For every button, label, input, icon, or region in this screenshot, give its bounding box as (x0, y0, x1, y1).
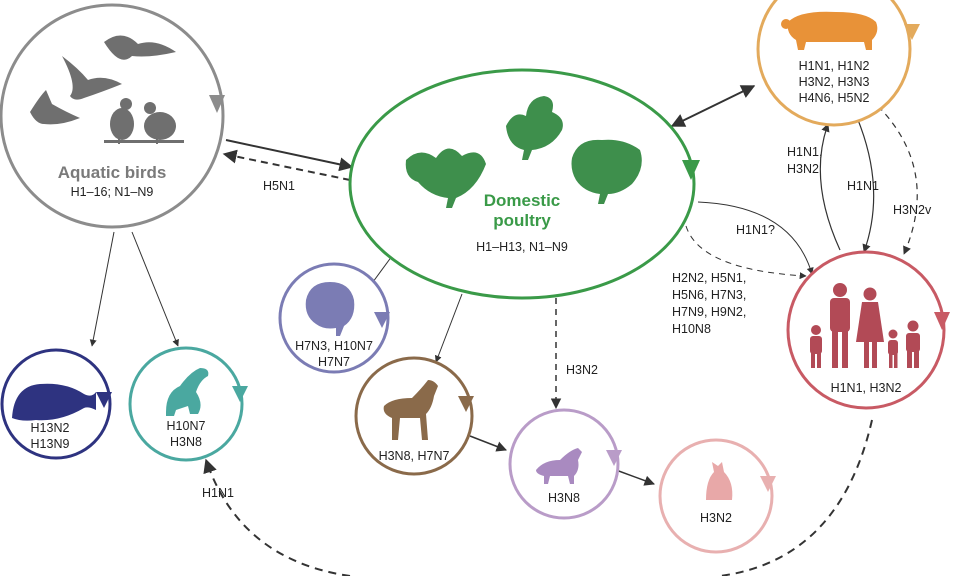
node-horse[interactable]: H3N8, H7N7 (354, 356, 474, 476)
rooster-duck-chicken-icon (405, 96, 642, 208)
aquatic-subtypes: H1–16; N1–N9 (71, 185, 154, 199)
swine-line-1: H1N1, H1N2 (799, 59, 870, 73)
edge-horse-to-dog (469, 435, 507, 452)
edge-aquatic-to-poultry (225, 139, 354, 172)
seal-cycle-arrowhead (232, 386, 248, 402)
label-swine-human-mid: H1N1 (847, 179, 879, 193)
node-domestic-poultry[interactable]: Domestic poultry H1–H13, N1–N9 (348, 68, 700, 300)
node-turkey[interactable]: H7N3, H10N7 H7N7 (278, 262, 390, 374)
edge-seal-from-bottom-dashed (203, 458, 351, 576)
horse-line-1: H3N8, H7N7 (379, 449, 450, 463)
whale-line-1: H13N2 (31, 421, 70, 435)
edge-swine-to-human (857, 119, 875, 253)
label-human-swine-1: H1N1, (787, 145, 822, 159)
node-aquatic-birds[interactable]: Aquatic birds H1–16; N1–N9 (0, 3, 225, 229)
turkey-icon (305, 282, 355, 336)
poultry-ellipse (348, 68, 696, 300)
seal-line-2: H3N8 (170, 435, 202, 449)
poultry-cycle-arrowhead (682, 160, 700, 180)
node-seal[interactable]: H10N7 H3N8 (128, 346, 248, 462)
label-poultry-dog: H3N2 (566, 363, 598, 377)
cat-cycle-arrowhead (760, 476, 776, 492)
whale-icon (12, 383, 96, 421)
label-poultry-human-list-2: H5N6, H7N3, (672, 288, 746, 302)
node-swine[interactable]: H1N1, H1N2 H3N2, H3N3 H4N6, H5N2 (756, 0, 920, 127)
node-humans[interactable]: H1N1, H3N2 (786, 250, 950, 410)
edge-labels: H5N1 H1N1? H2N2, H5N1, H5N6, H7N3, H7N9,… (202, 145, 932, 500)
aquatic-title: Aquatic birds (58, 163, 167, 182)
node-dog[interactable]: H3N8 (508, 408, 622, 520)
edge-poultry-to-human-dashed (685, 225, 807, 280)
label-poultry-human-list-3: H7N9, H9N2, (672, 305, 746, 319)
swine-line-2: H3N2, H3N3 (799, 75, 870, 89)
human-line-1: H1N1, H3N2 (831, 381, 902, 395)
swine-line-3: H4N6, H5N2 (799, 91, 870, 105)
label-human-swine-2: H3N2 (787, 162, 819, 176)
horse-icon (383, 380, 438, 440)
turkey-line-1: H7N3, H10N7 (295, 339, 373, 353)
label-poultry-human-list-1: H2N2, H5N1, (672, 271, 746, 285)
label-swine-human-right: H3N2v (893, 203, 932, 217)
seal-line-1: H10N7 (167, 419, 206, 433)
edge-human-to-seal-dashed (719, 419, 873, 576)
edge-poultry-to-aquatic (222, 149, 351, 181)
whale-cycle-arrowhead (96, 392, 112, 408)
whale-line-2: H13N9 (31, 437, 70, 451)
turkey-line-2: H7N7 (318, 355, 350, 369)
swine-cycle-arrowhead (904, 24, 920, 40)
edge-poultry-to-horse (434, 293, 463, 363)
poultry-title-1: Domestic (484, 191, 561, 210)
edge-aquatic-to-whale (89, 231, 115, 347)
dog-cycle-arrowhead (606, 450, 622, 466)
turkey-cycle-arrowhead (374, 312, 390, 328)
poultry-title-2: poultry (493, 211, 551, 230)
poultry-subtypes: H1–H13, N1–N9 (476, 240, 568, 254)
edge-aquatic-to-seal (131, 231, 179, 347)
label-poultry-human-list-4: H10N8 (672, 322, 711, 336)
label-aquatic-poultry: H5N1 (263, 179, 295, 193)
node-cat[interactable]: H3N2 (658, 438, 776, 554)
seal-icon (166, 368, 209, 416)
cat-icon (706, 462, 733, 500)
human-cycle-arrowhead (934, 312, 950, 330)
node-whale[interactable]: H13N2 H13N9 (0, 348, 112, 460)
edge-dog-to-cat (615, 469, 655, 486)
aquatic-cycle-arrowhead (209, 95, 225, 113)
edge-poultry-swine (670, 85, 756, 127)
waterfowl-icon (30, 35, 184, 144)
horse-cycle-arrowhead (458, 396, 474, 412)
edge-poultry-to-human-solid (697, 201, 814, 275)
label-poultry-human-uncertain: H1N1? (736, 223, 775, 237)
dog-icon (536, 448, 582, 484)
label-human-seal: H1N1 (202, 486, 234, 500)
family-icon (810, 283, 920, 368)
edge-human-to-swine (819, 123, 841, 251)
dog-line-1: H3N8 (548, 491, 580, 505)
pig-icon (781, 11, 878, 50)
cat-line-1: H3N2 (700, 511, 732, 525)
edge-swine-to-human-dashed (877, 105, 918, 255)
